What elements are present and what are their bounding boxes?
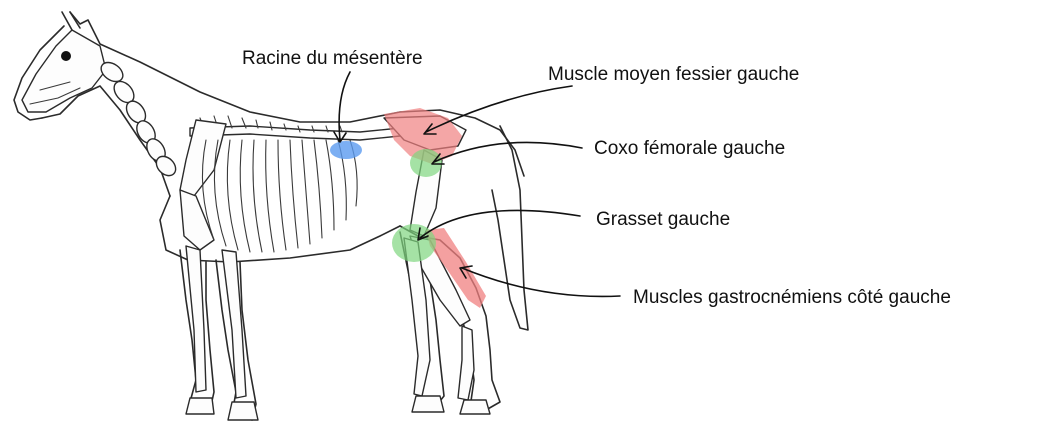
hooves xyxy=(186,396,490,420)
skull xyxy=(22,30,106,112)
label-stifle: Grasset gauche xyxy=(596,209,730,230)
label-middle-gluteal: Muscle moyen fessier gauche xyxy=(548,64,799,85)
stifle-highlight xyxy=(392,224,436,262)
gastrocnemius-arrow xyxy=(460,266,620,296)
annotation-arrows xyxy=(334,72,620,296)
cervical-vertebrae xyxy=(98,59,180,180)
rib-cage xyxy=(202,140,357,252)
label-mesentery-root: Racine du mésentère xyxy=(242,48,423,69)
hip-joint-highlight xyxy=(410,149,442,177)
label-hip-joint: Coxo fémorale gauche xyxy=(594,138,785,159)
label-gastrocnemius: Muscles gastrocnémiens côté gauche xyxy=(633,287,951,308)
mesentery-root-highlight xyxy=(330,141,362,159)
eye-orbit xyxy=(61,51,71,61)
forelimb-bones xyxy=(186,246,246,398)
labels: Racine du mésentère Muscle moyen fessier… xyxy=(242,48,951,308)
